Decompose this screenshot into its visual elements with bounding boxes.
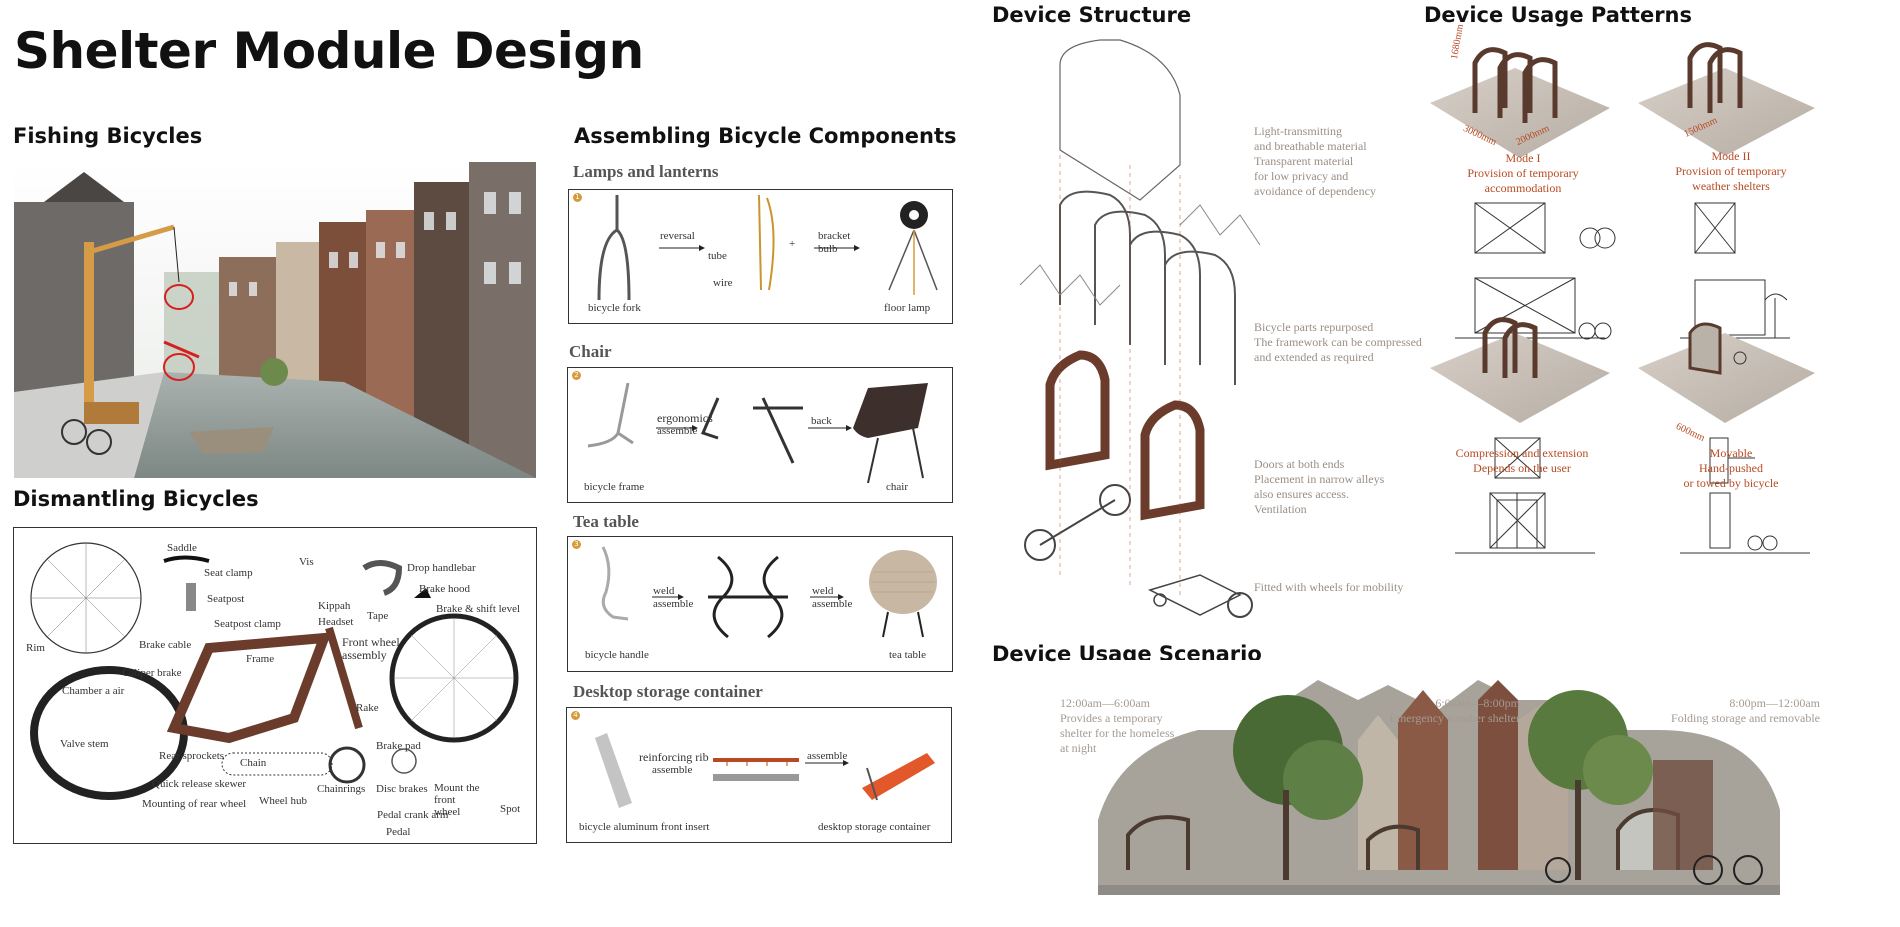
table-title: Tea table: [573, 512, 639, 531]
section-title-assembling: Assembling Bicycle Components: [574, 124, 957, 148]
lamps-item: bicycle fork: [588, 302, 641, 314]
label-chamber: Chamber a air: [62, 685, 125, 697]
label-brake-pad: Brake pad: [376, 740, 421, 752]
label-disc-brakes: Disc brakes: [376, 783, 428, 795]
step-number: 4: [571, 711, 580, 720]
label-quick-release: Quick release skewer: [152, 778, 247, 790]
label-pedal-crank: Pedal crank arm: [377, 809, 449, 821]
section-title-structure: Device Structure: [992, 3, 1192, 27]
structure-diagram: [1019, 39, 1261, 618]
storage-step2: assemble: [807, 750, 848, 762]
label-brake-hood: Brake hood: [419, 583, 471, 595]
label-rear-sprockets: Rear sprockets: [159, 750, 225, 762]
storage-step1a: reinforcing rib: [639, 750, 709, 764]
lamps-step1: reversal: [660, 230, 695, 242]
step-number: 2: [572, 371, 581, 380]
label-rim: Rim: [26, 642, 45, 654]
label-front-wheel: Front wheel assembly: [342, 635, 400, 662]
page-title: Shelter Module Design: [14, 22, 644, 80]
storage-item: bicycle aluminum front insert: [579, 821, 710, 833]
label-valve-stem: Valve stem: [60, 738, 109, 750]
table-panel: 3 bicycle handle weld assemble weld asse…: [567, 536, 953, 672]
label-frame: Frame: [246, 653, 275, 665]
storage-panel: 4 bicycle aluminum front insert reinforc…: [566, 707, 952, 843]
chair-title: Chair: [569, 342, 612, 361]
table-step1a: weld: [653, 585, 675, 597]
storage-title: Desktop storage container: [573, 682, 763, 701]
canal-photo: [14, 162, 536, 478]
label-mount-front-wheel: Mount the front wheel: [434, 782, 480, 818]
label-spot: Spot: [500, 803, 521, 815]
lamps-result: floor lamp: [884, 302, 931, 314]
storage-step1b: assemble: [652, 764, 693, 776]
chair-step1b: assemble: [657, 425, 698, 437]
label-chain: Chain: [240, 757, 267, 769]
table-item: bicycle handle: [585, 649, 649, 661]
table-result: tea table: [889, 649, 926, 661]
label-wheel-hub: Wheel hub: [259, 795, 307, 807]
label-seatpost: Seatpost: [207, 593, 245, 605]
label-chainrings: Chainrings: [317, 783, 366, 795]
label-saddle: Saddle: [167, 542, 197, 554]
chair-item: bicycle frame: [584, 481, 645, 493]
lamps-plus: +: [789, 238, 796, 250]
dismantling-panel: Saddle Seat clamp Seatpost Seatpost clam…: [13, 527, 537, 844]
storage-result: desktop storage container: [818, 821, 931, 833]
lamps-panel: 1 bicycle fork reversal tube wire + brac…: [568, 189, 953, 324]
structure-note-4: Fitted with wheels for mobility: [1254, 580, 1404, 594]
table-step2b: assemble: [812, 598, 853, 610]
section-title-fishing: Fishing Bicycles: [13, 124, 203, 148]
label-headset: Headset: [318, 616, 354, 628]
section-title-dismantling: Dismantling Bicycles: [13, 487, 259, 511]
label-rake: Rake: [356, 702, 379, 714]
label-kippah: Kippah: [318, 600, 351, 612]
lamps-tube: tube: [708, 250, 727, 262]
label-tape: Tape: [367, 610, 389, 622]
chair-panel: 2 bicycle frame ergonomics assemble back…: [567, 367, 953, 503]
step-number: 3: [572, 540, 581, 549]
lamps-step2a: bracket: [818, 230, 851, 242]
lamps-title: Lamps and lanterns: [573, 162, 719, 181]
step-number: 1: [573, 193, 582, 202]
chair-result: chair: [886, 481, 908, 493]
label-brake-shift: Brake & shift level: [436, 603, 521, 615]
lamps-step2b: bulb: [818, 243, 838, 255]
label-brake-cable: Brake cable: [139, 639, 192, 651]
scenario-illustration: [1058, 660, 1823, 900]
usage-diagrams: [1430, 42, 1815, 554]
label-seatpost-clamp: Seatpost clamp: [214, 618, 281, 630]
label-vis: Vis: [299, 556, 314, 568]
label-seat-clamp: Seat clamp: [204, 567, 253, 579]
lamps-wire: wire: [713, 277, 733, 289]
table-step2a: weld: [812, 585, 834, 597]
label-caliper-brake: Caliper brake: [122, 667, 182, 679]
chair-step1a: ergonomics: [657, 411, 713, 425]
table-step1b: assemble: [653, 598, 694, 610]
label-drop-handlebar: Drop handlebar: [407, 562, 476, 574]
chair-step2: back: [811, 415, 832, 427]
label-pedal: Pedal: [386, 826, 411, 838]
section-title-usage: Device Usage Patterns: [1424, 3, 1692, 27]
label-mount-rear-wheel: Mounting of rear wheel: [142, 798, 247, 810]
